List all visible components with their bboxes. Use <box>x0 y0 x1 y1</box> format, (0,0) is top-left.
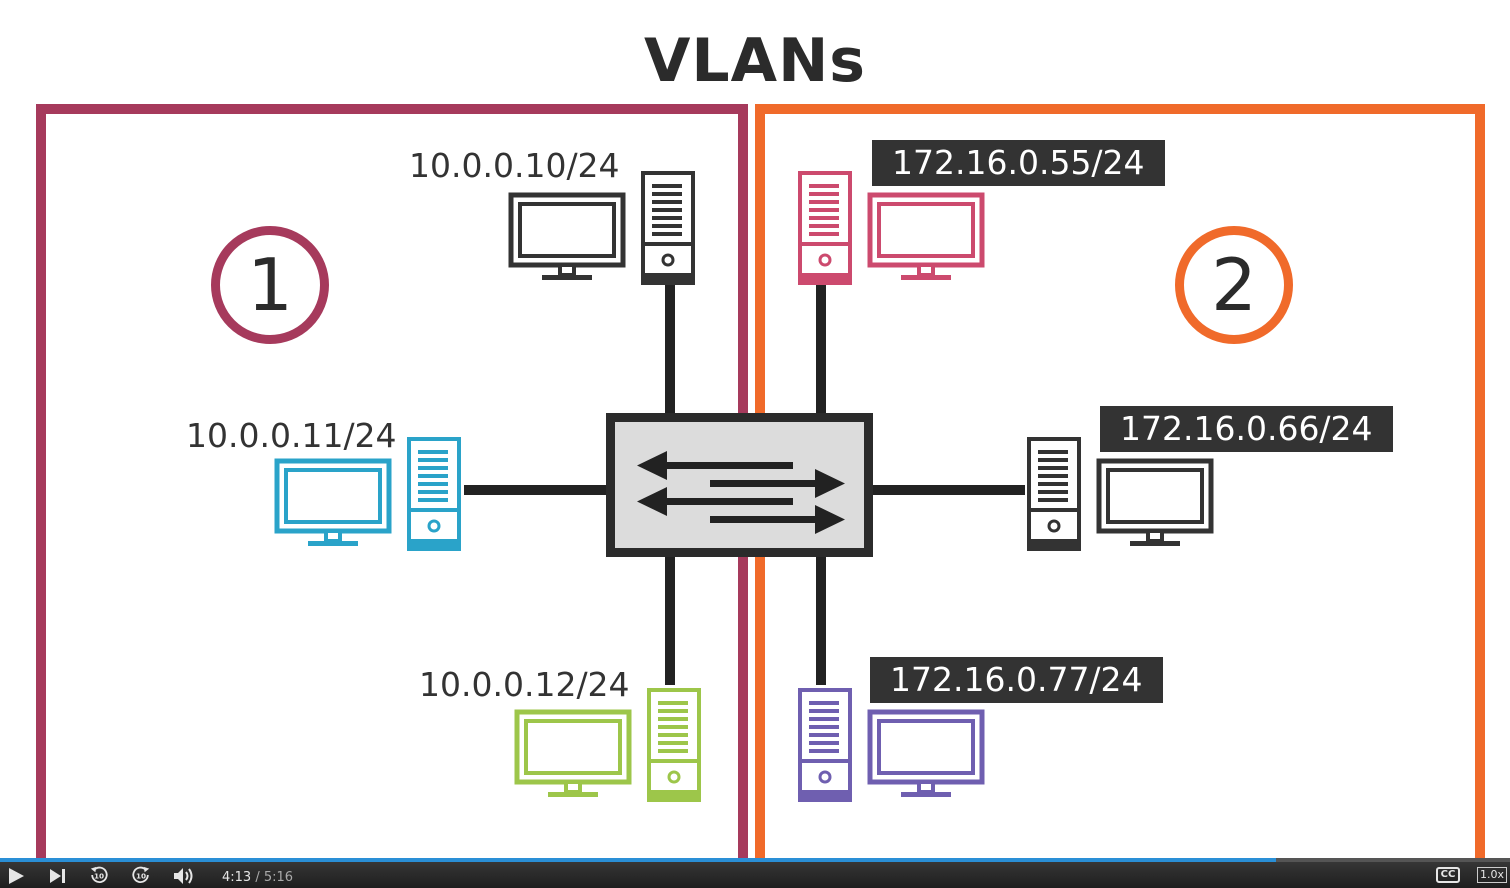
server-tower-icon <box>647 688 701 802</box>
volume-icon[interactable] <box>172 866 196 886</box>
progress-bar-fill <box>0 858 1276 862</box>
current-time: 4:13 <box>222 870 252 885</box>
skip-next-icon[interactable] <box>48 866 68 886</box>
host-4-devices <box>797 168 985 286</box>
host-ip-label: 172.16.0.66/24 <box>1100 406 1393 452</box>
switch-arrows-icon <box>637 451 845 534</box>
time-separator: / <box>255 870 260 885</box>
link-host-3 <box>665 557 675 685</box>
host-6-devices <box>797 685 985 803</box>
host-3-devices <box>514 685 702 803</box>
forward-10-icon[interactable]: 10 <box>130 865 152 885</box>
host-ip-label: 10.0.0.11/24 <box>186 416 397 455</box>
switch <box>606 413 873 557</box>
link-host-4 <box>816 285 826 413</box>
playback-speed-button[interactable]: 1.0x <box>1477 867 1507 883</box>
monitor-icon <box>508 192 626 280</box>
vlan-2-number: 2 <box>1175 226 1293 344</box>
link-host-6 <box>816 557 826 685</box>
server-tower-icon <box>407 437 461 551</box>
duration: 5:16 <box>263 870 294 885</box>
monitor-icon <box>867 192 985 280</box>
captions-button[interactable]: CC <box>1436 867 1460 883</box>
host-ip-label: 172.16.0.77/24 <box>870 657 1163 703</box>
link-host-2 <box>464 485 606 495</box>
server-tower-icon <box>798 171 852 285</box>
host-1-devices <box>508 168 696 286</box>
host-ip-label: 10.0.0.10/24 <box>409 146 620 185</box>
progress-bar[interactable] <box>0 858 1510 862</box>
player-controls: 10 10 4:13 / 5:16 CC 1.0x <box>0 858 1510 888</box>
monitor-icon <box>274 458 392 546</box>
timecode: 4:13 / 5:16 <box>222 870 293 885</box>
server-tower-icon <box>798 688 852 802</box>
svg-text:10: 10 <box>94 872 104 881</box>
svg-text:10: 10 <box>136 872 146 881</box>
monitor-icon <box>514 709 632 797</box>
host-5-devices <box>1026 434 1214 552</box>
host-ip-label: 10.0.0.12/24 <box>419 665 630 704</box>
server-tower-icon <box>1027 437 1081 551</box>
monitor-icon <box>1096 458 1214 546</box>
vlan-1-number: 1 <box>211 226 329 344</box>
link-host-5 <box>873 485 1025 495</box>
monitor-icon <box>867 709 985 797</box>
host-2-devices <box>274 434 462 552</box>
server-tower-icon <box>641 171 695 285</box>
play-icon[interactable] <box>6 866 26 886</box>
slide-title: VLANs <box>643 26 867 96</box>
link-host-1 <box>665 285 675 413</box>
host-ip-label: 172.16.0.55/24 <box>872 140 1165 186</box>
rewind-10-icon[interactable]: 10 <box>88 865 110 885</box>
